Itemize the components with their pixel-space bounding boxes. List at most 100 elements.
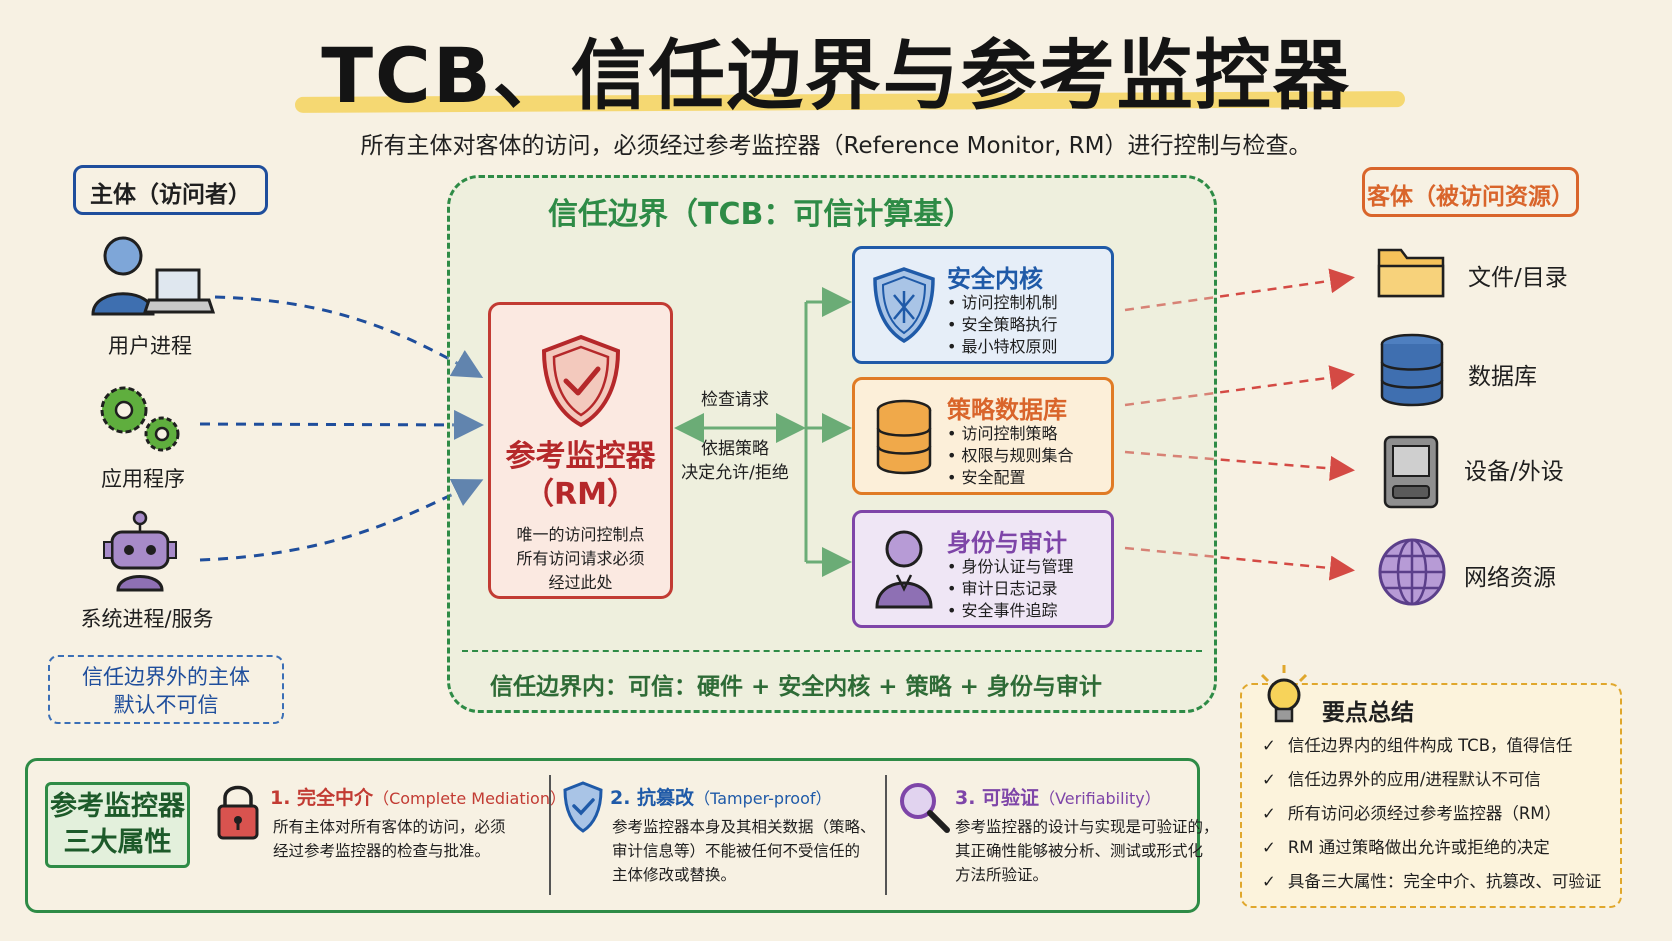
property-2-heading: 2. 抗篡改（Tamper-proof）: [610, 783, 832, 810]
property-1-line: 经过参考监控器的检查与批准。: [273, 842, 491, 860]
lightbulb-icon: [1260, 665, 1308, 723]
untrusted-line2: 默认不可信: [113, 693, 219, 717]
component-identity-audit: 身份与审计 • 身份认证与管理 • 审计日志记录 • 安全事件追踪: [852, 510, 1114, 628]
rm-title-line1: 参考监控器: [505, 439, 656, 474]
property-2-num: 2. 抗篡改: [610, 787, 695, 809]
property-2-text: 参考监控器本身及其相关数据（策略、 审计信息等）不能被任何不受信任的 主体修改或…: [612, 815, 876, 887]
property-2-en: （Tamper-proof）: [694, 789, 832, 808]
property-3-line: 参考监控器的设计与实现是可验证的，: [955, 818, 1219, 836]
untrusted-line1: 信任边界外的主体: [82, 665, 250, 689]
property-3-heading: 3. 可验证（Verifiability）: [955, 783, 1161, 810]
property-2-line: 主体修改或替换。: [612, 866, 737, 884]
arrow-to-files: [1124, 268, 1355, 312]
kernel-bullet: 安全策略执行: [961, 315, 1058, 334]
tcb-bottom-text: 信任边界内：可信：硬件 + 安全内核 + 策略 + 身份与审计: [490, 674, 1102, 700]
lock-icon: [217, 785, 259, 840]
component-security-kernel: 安全内核 • 访问控制机制 • 安全策略执行 • 最小特权原则: [852, 246, 1114, 364]
database-icon: [1380, 333, 1444, 407]
arrow-to-network: [1124, 546, 1355, 581]
check-icon: ✓: [1262, 804, 1276, 823]
magnifier-icon: [900, 783, 950, 833]
summary-item: ✓ RM 通过策略做出允许或拒绝的决定: [1262, 834, 1550, 858]
robot-icon: [103, 510, 177, 592]
property-1-line: 所有主体对所有客体的访问，必须: [273, 818, 506, 836]
property-divider: [549, 775, 551, 895]
policy-line2: 决定允许/拒绝: [681, 463, 789, 483]
rm-desc-line2: 所有访问请求必须: [516, 549, 645, 568]
kernel-bullets: • 访问控制机制 • 安全策略执行 • 最小特权原则: [947, 293, 1058, 356]
kernel-bullet: 最小特权原则: [961, 337, 1058, 356]
properties-title-line1: 参考监控器: [50, 791, 185, 822]
check-icon: ✓: [1262, 770, 1276, 789]
subject-user-label: 用户进程: [108, 334, 192, 358]
summary-text: 信任边界内的组件构成 TCB，值得信任: [1287, 736, 1573, 755]
rm-title: 参考监控器 （RM）: [488, 438, 673, 514]
untrusted-note: 信任边界外的主体 默认不可信: [48, 655, 284, 724]
policy-bullets: • 访问控制策略 • 权限与规则集合 • 安全配置: [947, 424, 1074, 487]
user-laptop-icon: [91, 236, 215, 316]
properties-title: 参考监控器 三大属性: [45, 782, 190, 868]
check-icon: ✓: [1262, 838, 1276, 857]
component-policy-database: 策略数据库 • 访问控制策略 • 权限与规则集合 • 安全配置: [852, 377, 1114, 495]
kernel-title: 安全内核: [947, 265, 1043, 293]
identity-bullet: 审计日志记录: [961, 579, 1058, 598]
check-icon: ✓: [1262, 872, 1276, 891]
policy-title: 策略数据库: [947, 396, 1067, 424]
property-divider: [885, 775, 887, 895]
summary-text: 信任边界外的应用/进程默认不可信: [1287, 770, 1541, 789]
rm-desc-line3: 经过此处: [548, 573, 613, 592]
summary-text: 所有访问必须经过参考监控器（RM）: [1287, 804, 1562, 823]
device-icon: [1383, 435, 1439, 509]
object-network-label: 网络资源: [1464, 565, 1556, 591]
property-3-en: （Verifiability）: [1039, 789, 1161, 808]
policy-bullet: 访问控制策略: [961, 424, 1058, 443]
summary-text: RM 通过策略做出允许或拒绝的决定: [1287, 838, 1550, 857]
policy-decision-label: 依据策略 决定允许/拒绝: [665, 437, 805, 485]
summary-panel: [1240, 683, 1622, 908]
property-1-heading: 1. 完全中介（Complete Mediation）: [270, 783, 566, 810]
subject-app-label: 应用程序: [101, 467, 185, 491]
arrow-to-db: [1124, 365, 1355, 407]
identity-bullets: • 身份认证与管理 • 审计日志记录 • 安全事件追踪: [947, 557, 1074, 620]
subjects-heading: 主体（访问者）: [73, 165, 268, 215]
property-1-en: （Complete Mediation）: [373, 789, 566, 808]
policy-bullet: 安全配置: [961, 468, 1026, 487]
object-device-label: 设备/外设: [1464, 459, 1564, 485]
object-db-label: 数据库: [1468, 364, 1537, 390]
property-2-line: 审计信息等）不能被任何不受信任的: [612, 842, 861, 860]
summary-item: ✓ 具备三大属性：完全中介、抗篡改、可验证: [1262, 868, 1601, 892]
property-1-num: 1. 完全中介: [270, 787, 374, 809]
rm-description: 唯一的访问控制点 所有访问请求必须 经过此处: [488, 523, 673, 595]
kernel-bullet: 访问控制机制: [961, 293, 1058, 312]
summary-text: 具备三大属性：完全中介、抗篡改、可验证: [1287, 872, 1602, 891]
page-subtitle: 所有主体对客体的访问，必须经过参考监控器（Reference Monitor, …: [360, 133, 1312, 159]
globe-icon: [1378, 538, 1446, 606]
shield-check-icon: [541, 334, 621, 428]
arrow-to-device: [1124, 450, 1355, 481]
objects-heading: 客体（被访问资源）: [1362, 167, 1579, 217]
subject-system-label: 系统进程/服务: [80, 607, 214, 631]
properties-title-line2: 三大属性: [63, 827, 172, 858]
rm-title-line2: （RM）: [524, 477, 637, 512]
shield-check-icon: [563, 781, 603, 833]
property-2-line: 参考监控器本身及其相关数据（策略、: [612, 818, 876, 836]
property-3-line: 其正确性能够被分析、测试或形式化: [955, 842, 1204, 860]
summary-title: 要点总结: [1322, 700, 1414, 726]
identity-bullet: 安全事件追踪: [961, 601, 1058, 620]
database-icon: [876, 399, 932, 475]
shield-icon: [873, 267, 935, 344]
summary-item: ✓ 信任边界内的组件构成 TCB，值得信任: [1262, 732, 1573, 756]
rm-desc-line1: 唯一的访问控制点: [516, 525, 645, 544]
check-icon: ✓: [1262, 736, 1276, 755]
arrow-system-to-rm: [199, 479, 484, 562]
policy-bullet: 权限与规则集合: [961, 446, 1074, 465]
property-3-num: 3. 可验证: [955, 787, 1040, 809]
gears-icon: [100, 386, 180, 452]
arrow-app-to-rm: [199, 409, 484, 440]
check-request-label: 检查请求: [701, 390, 769, 410]
policy-line1: 依据策略: [701, 439, 769, 459]
tcb-title: 信任边界（TCB：可信计算基）: [548, 197, 974, 232]
summary-item: ✓ 所有访问必须经过参考监控器（RM）: [1262, 800, 1561, 824]
summary-item: ✓ 信任边界外的应用/进程默认不可信: [1262, 766, 1541, 790]
property-1-text: 所有主体对所有客体的访问，必须 经过参考监控器的检查与批准。: [273, 815, 506, 863]
